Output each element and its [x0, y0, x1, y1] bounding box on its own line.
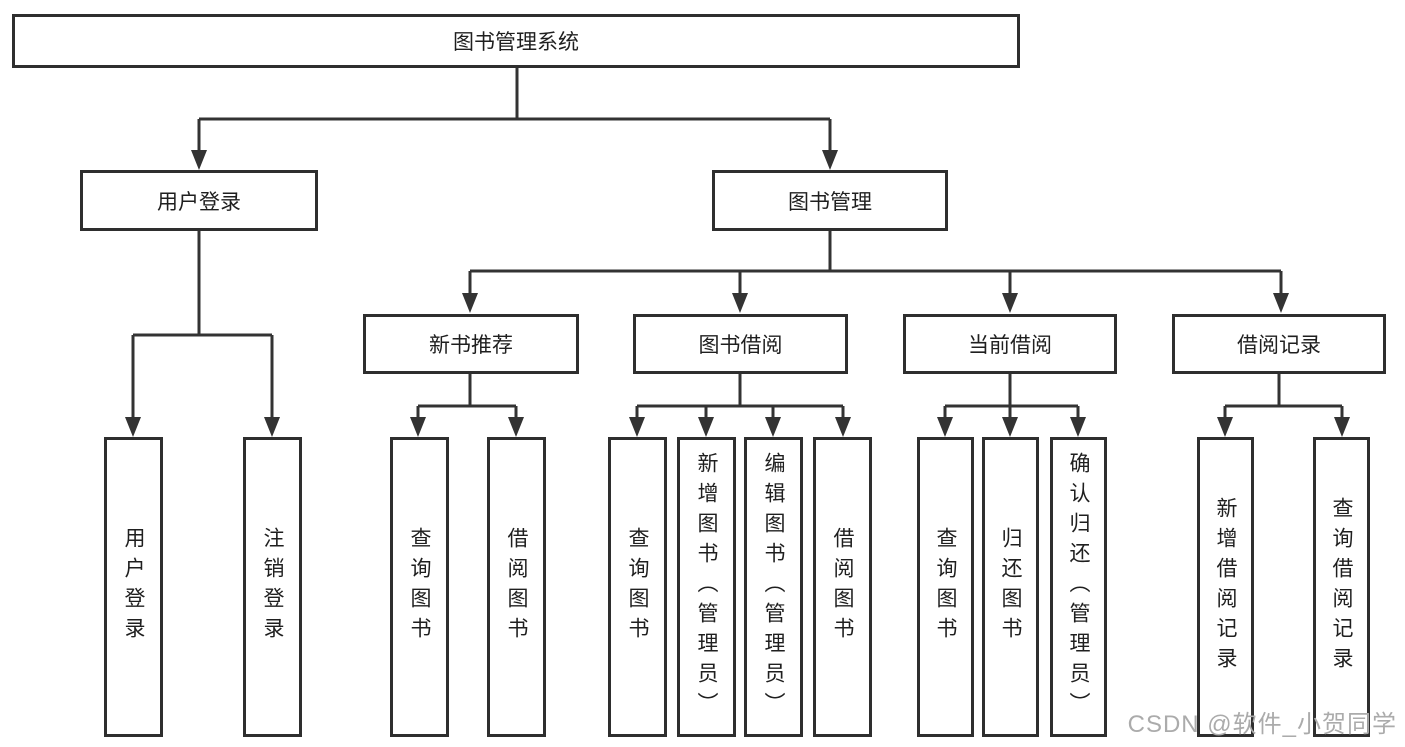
- connector-book-borrow-to-leaves: [629, 374, 851, 437]
- arrow-down-icon: [1002, 293, 1018, 313]
- arrow-down-icon: [835, 417, 851, 437]
- node-new-book-recommend: 新书推荐: [363, 314, 579, 374]
- node-label: 查询图书: [626, 527, 649, 647]
- node-label: 查询图书: [934, 527, 957, 647]
- arrow-down-icon: [462, 293, 478, 313]
- node-book-management: 图书管理: [712, 170, 948, 231]
- leaf-add-books-admin: 新增图书（管理员）: [677, 437, 736, 737]
- leaf-query-borrow-record: 查询借阅记录: [1313, 437, 1370, 737]
- arrow-down-icon: [1217, 417, 1233, 437]
- node-book-borrow: 图书借阅: [633, 314, 848, 374]
- arrow-down-icon: [732, 293, 748, 313]
- node-label: 用户登录: [122, 527, 145, 647]
- arrow-down-icon: [1002, 417, 1018, 437]
- leaf-borrow-books-2: 借阅图书: [813, 437, 872, 737]
- connector-root-to-level2: [191, 68, 838, 170]
- node-label: 注销登录: [261, 527, 284, 647]
- node-label: 图书管理系统: [453, 31, 579, 54]
- connector-book-mgmt-to-level3: [462, 231, 1289, 313]
- arrow-down-icon: [264, 417, 280, 437]
- arrow-down-icon: [125, 417, 141, 437]
- leaf-add-borrow-record: 新增借阅记录: [1197, 437, 1254, 737]
- arrow-down-icon: [822, 150, 838, 170]
- node-label: 图书管理: [788, 190, 872, 214]
- leaf-borrow-books-1: 借阅图书: [487, 437, 546, 737]
- node-user-login: 用户登录: [80, 170, 318, 231]
- leaf-query-books-3: 查询图书: [917, 437, 974, 737]
- arrow-down-icon: [410, 417, 426, 437]
- node-label: 借阅图书: [831, 527, 854, 647]
- connector-user-login-to-leaves: [125, 231, 280, 437]
- arrow-down-icon: [191, 150, 207, 170]
- connector-new-book-rec-to-leaves: [410, 374, 524, 437]
- node-label: 借阅图书: [505, 527, 528, 647]
- leaf-user-login: 用户登录: [104, 437, 163, 737]
- watermark: CSDN @软件_小贺同学: [1127, 711, 1397, 738]
- leaf-return-books: 归还图书: [982, 437, 1039, 737]
- leaf-confirm-return-admin: 确认归还（管理员）: [1050, 437, 1107, 737]
- connector-borrow-record-to-leaves: [1217, 374, 1350, 437]
- leaf-logout: 注销登录: [243, 437, 302, 737]
- leaf-edit-books-admin: 编辑图书（管理员）: [744, 437, 803, 737]
- arrow-down-icon: [937, 417, 953, 437]
- node-label: 确认归还（管理员）: [1067, 452, 1090, 722]
- node-label: 查询借阅记录: [1330, 497, 1353, 677]
- node-label: 图书借阅: [698, 334, 783, 357]
- node-label: 新书推荐: [429, 334, 513, 357]
- leaf-query-books-2: 查询图书: [608, 437, 667, 737]
- arrow-down-icon: [629, 417, 645, 437]
- arrow-down-icon: [508, 417, 524, 437]
- connector-current-borrow-to-leaves: [937, 374, 1086, 437]
- node-current-borrow: 当前借阅: [903, 314, 1117, 374]
- node-label: 新增图书（管理员）: [695, 452, 718, 722]
- node-label: 借阅记录: [1237, 334, 1321, 357]
- arrow-down-icon: [1334, 417, 1350, 437]
- arrow-down-icon: [765, 417, 781, 437]
- arrow-down-icon: [1070, 417, 1086, 437]
- node-borrow-records: 借阅记录: [1172, 314, 1386, 374]
- node-label: 查询图书: [408, 527, 431, 647]
- arrow-down-icon: [1273, 293, 1289, 313]
- node-label: 编辑图书（管理员）: [762, 452, 785, 722]
- leaf-query-books-1: 查询图书: [390, 437, 449, 737]
- node-label: 用户登录: [157, 190, 241, 214]
- node-label: 当前借阅: [968, 334, 1052, 357]
- node-system-root: 图书管理系统: [12, 14, 1020, 68]
- arrow-down-icon: [698, 417, 714, 437]
- node-label: 新增借阅记录: [1214, 497, 1237, 677]
- node-label: 归还图书: [999, 527, 1022, 647]
